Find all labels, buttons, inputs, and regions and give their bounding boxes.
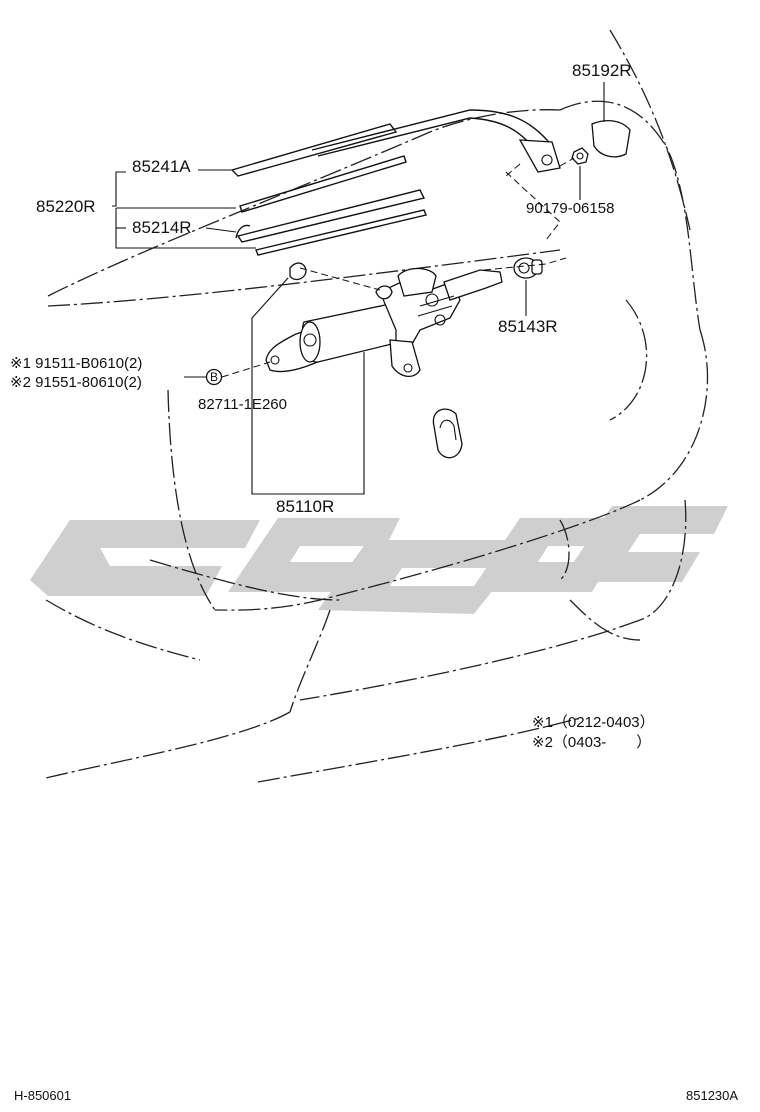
- label-85143R: 85143R: [498, 317, 558, 336]
- label-85214R: 85214R: [132, 218, 192, 237]
- footer-left-code: H-850601: [14, 1088, 72, 1103]
- label-85220R: 85220R: [36, 197, 96, 216]
- watermark-graphic: [30, 506, 728, 614]
- legend-note-2: ※2（0403- ）: [532, 734, 652, 751]
- legend-note-1: ※1（0212-0403）: [532, 714, 655, 731]
- label-85241A: 85241A: [132, 157, 191, 176]
- vehicle-body-outline: [45, 29, 709, 783]
- wiper-blade-set: [235, 155, 427, 256]
- leader-lines: [112, 82, 605, 495]
- wiper-motor: [265, 267, 503, 377]
- wiper-arm: [230, 109, 561, 177]
- label-90179-06158: 90179-06158: [526, 200, 615, 217]
- footer-right-code: 851230A: [686, 1088, 739, 1103]
- label-85192R: 85192R: [572, 61, 632, 80]
- grommet: [513, 257, 543, 279]
- camera-opening: [432, 408, 463, 459]
- bolt-marker: [205, 368, 223, 386]
- nut: [571, 147, 589, 165]
- label-82711-1E260: 82711-1E260: [198, 396, 287, 413]
- label-85110R: 85110R: [276, 497, 335, 516]
- pivot-cap: [591, 119, 631, 158]
- label-bolt-91511: ※1 91511-B0610(2): [10, 355, 143, 372]
- label-bolt-91551: ※2 91551-80610(2): [10, 374, 142, 391]
- bolt-marker-letter: B: [210, 370, 219, 384]
- cushion: [289, 262, 307, 281]
